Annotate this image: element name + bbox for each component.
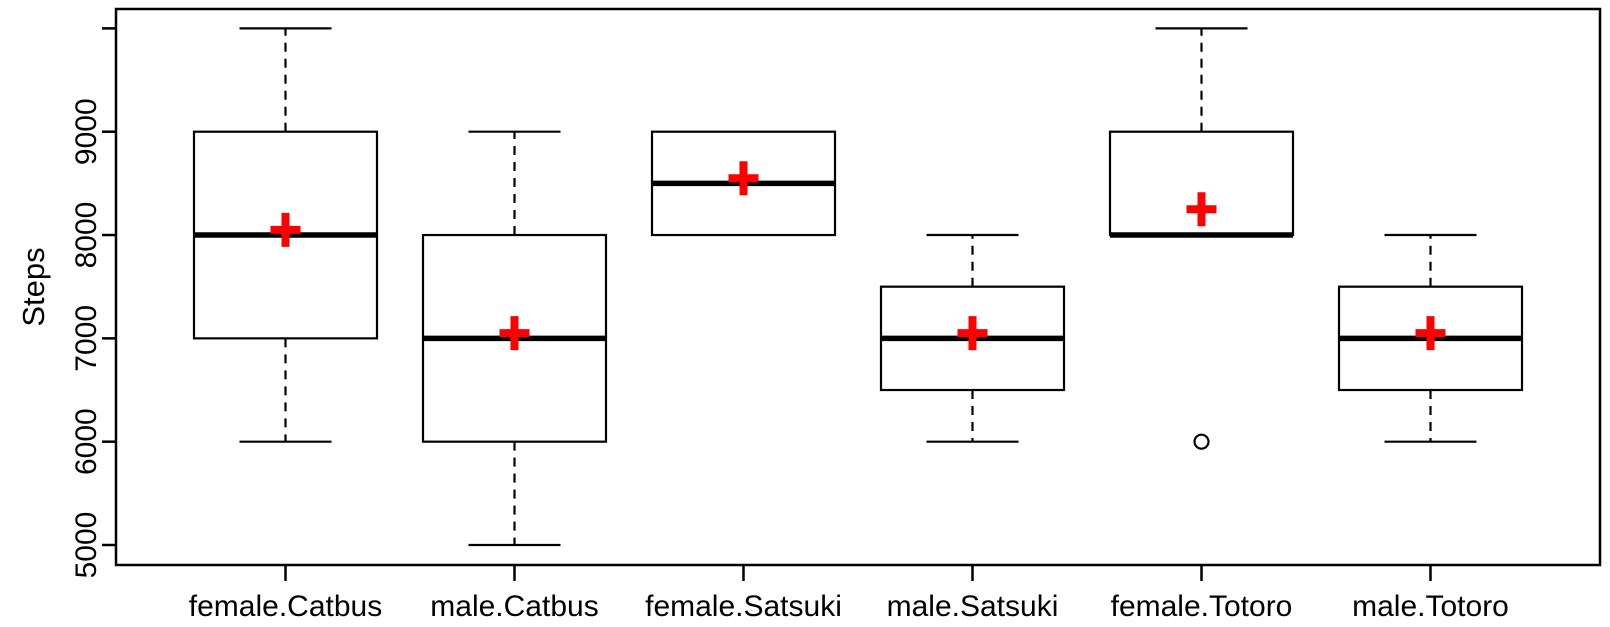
x-category-label: male.Catbus bbox=[430, 590, 598, 623]
x-category-label: male.Totoro bbox=[1352, 590, 1509, 623]
box-group-female.Satsuki bbox=[650, 130, 837, 237]
plot-border bbox=[114, 7, 1602, 567]
box-group-female.Totoro bbox=[1108, 27, 1295, 450]
y-tick-label: 5000 bbox=[70, 512, 103, 579]
x-category-label: male.Satsuki bbox=[887, 590, 1059, 623]
y-axis-title: Steps bbox=[16, 247, 51, 326]
x-category-label: female.Satsuki bbox=[645, 590, 842, 623]
y-tick-label: 8000 bbox=[70, 202, 103, 269]
y-tick-label: 9000 bbox=[70, 98, 103, 165]
x-category-label: female.Totoro bbox=[1111, 590, 1293, 623]
box-group-male.Satsuki bbox=[879, 233, 1066, 443]
outlier-point bbox=[1193, 433, 1210, 450]
y-tick-label: 6000 bbox=[70, 408, 103, 475]
x-category-label: female.Catbus bbox=[189, 590, 382, 623]
y-tick-label: 7000 bbox=[70, 305, 103, 372]
box-group-male.Catbus bbox=[421, 130, 608, 547]
plot-area: 5000 6000 7000 8000 9000 female.Catbus male.Ca… bbox=[70, 7, 1602, 623]
box-group-female.Catbus bbox=[192, 27, 379, 443]
box-group-male.Totoro bbox=[1337, 233, 1524, 443]
